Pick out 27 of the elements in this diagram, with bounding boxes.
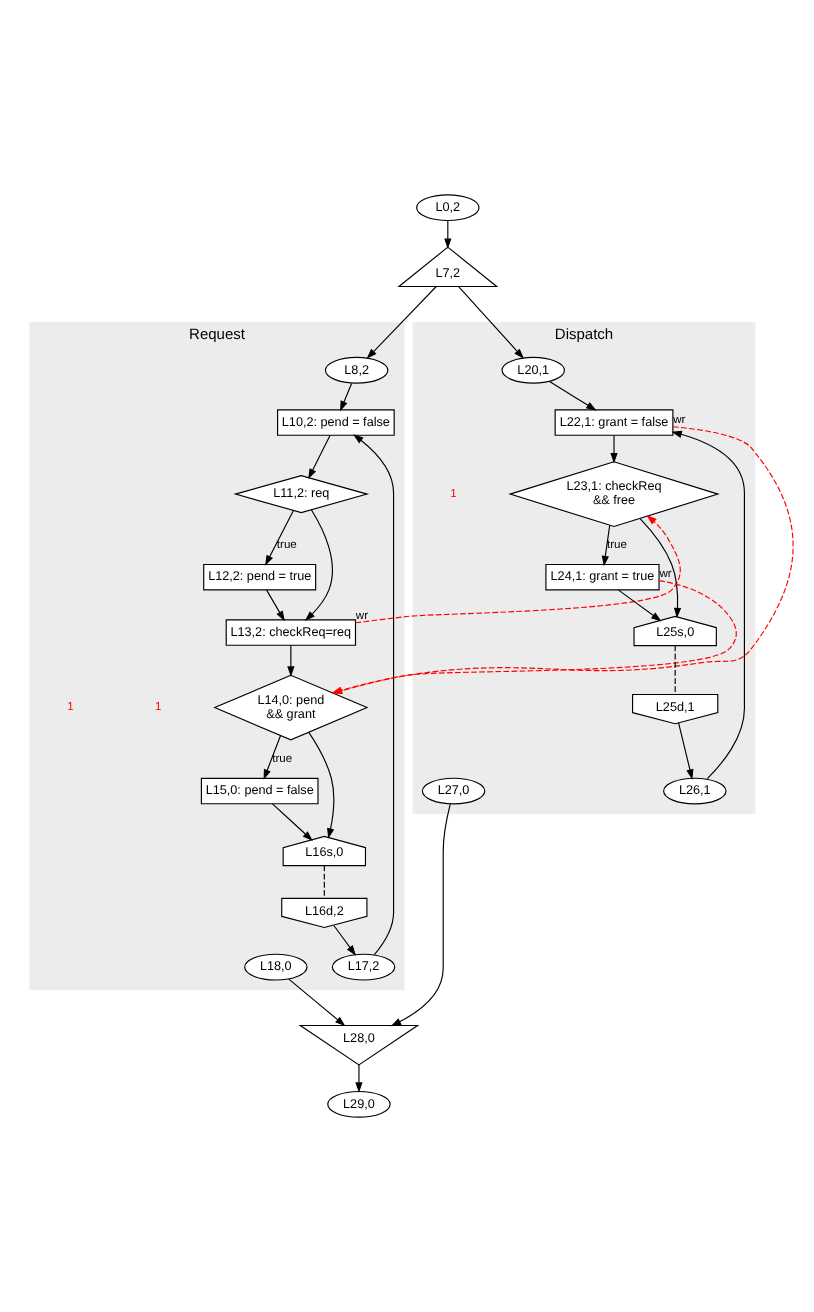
arrow <box>390 803 451 1027</box>
arrow <box>610 434 618 464</box>
arrow <box>671 430 745 780</box>
arrow <box>639 518 682 619</box>
arrow <box>353 434 395 956</box>
arrow <box>304 509 333 621</box>
arrow <box>288 978 346 1027</box>
arrow <box>263 735 282 780</box>
arrow <box>366 285 437 359</box>
arrow <box>287 644 295 677</box>
arrow <box>265 509 294 566</box>
arrow <box>458 285 524 359</box>
connector <box>674 645 676 695</box>
connector <box>323 865 325 899</box>
arrow <box>333 924 356 956</box>
arrow <box>266 589 285 622</box>
arrow <box>549 380 597 411</box>
arrow <box>340 382 353 412</box>
arrow <box>308 434 331 480</box>
arrow <box>355 514 681 624</box>
arrow <box>355 1064 363 1093</box>
arrow <box>618 589 662 622</box>
arrow <box>271 803 313 841</box>
arrow <box>678 722 694 780</box>
arrow <box>444 220 452 249</box>
arrow <box>308 731 335 839</box>
arrow <box>601 524 611 567</box>
